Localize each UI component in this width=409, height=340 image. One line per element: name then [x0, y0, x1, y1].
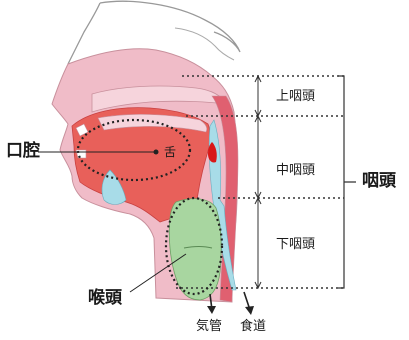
trachea-arrowhead	[207, 306, 216, 314]
hypopharynx-label: 下咽頭	[276, 238, 315, 251]
tongue-label: 舌	[164, 146, 176, 158]
trachea-label: 気管	[196, 320, 222, 333]
skull-outline	[100, 1, 240, 52]
esophagus-arrowhead	[245, 306, 254, 315]
esophagus-label: 食道	[240, 320, 266, 333]
oral-cavity-label: 口腔	[6, 143, 40, 160]
pharynx-label: 咽頭	[362, 173, 396, 190]
nasopharynx-label: 上咽頭	[276, 90, 315, 103]
oropharynx-label: 中咽頭	[276, 164, 315, 177]
pharynx-bracket	[338, 76, 356, 288]
larynx-label: 喉頭	[88, 290, 122, 307]
